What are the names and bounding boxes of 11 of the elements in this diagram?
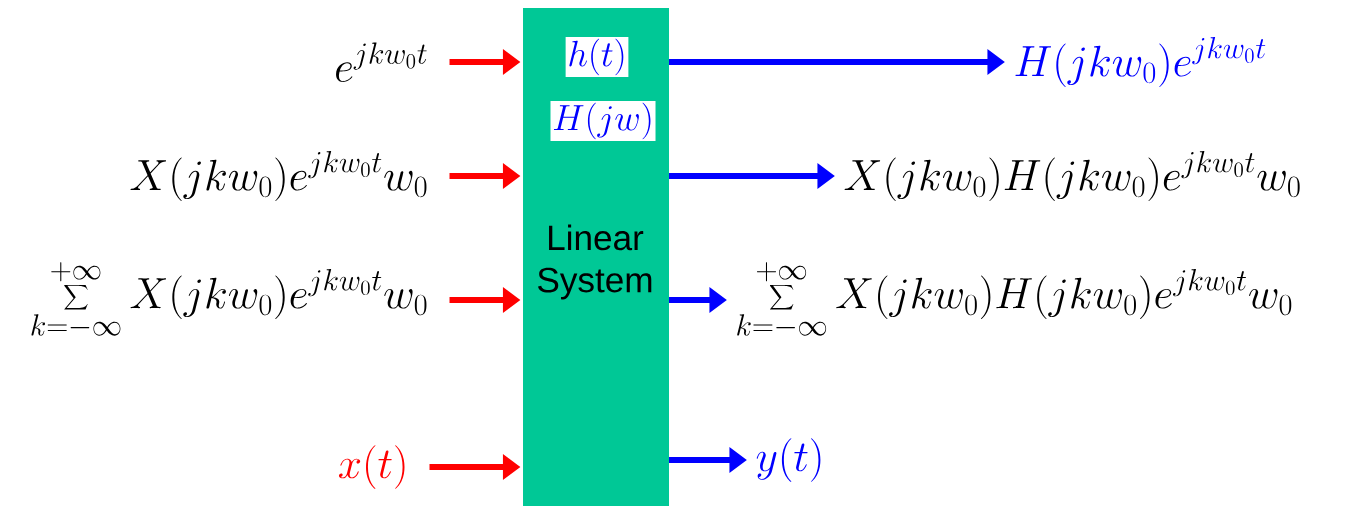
signal-formula: $X(jkw_0)e^{jkw_0t}w_0$ [130, 151, 427, 202]
block-label: Linear System [538, 224, 652, 300]
signal-formula: $x(t)$ [338, 445, 405, 489]
formula-label: $h(t)$ [565, 37, 629, 77]
signal-formula: $X(jkw_0)H(jkw_0)e^{jkw_0t}w_0$ [844, 151, 1300, 202]
formula-label: $H(jw)$ [550, 101, 656, 141]
signal-formula: $\sum_{k=-\infty}^{+\infty} X(jkw_0)H(jkw_0)e^{jkw_0t}w_0$ [737, 262, 1292, 336]
signal-formula: $e^{jkw_0t}$ [336, 42, 427, 82]
signal-formula: $H(jkw_0)e^{jkw_0t}$ [1015, 37, 1266, 88]
signal-formula: $\sum_{k=-\infty}^{+\infty} X(jkw_0)e^{jkw_0t}w_0$ [31, 262, 427, 336]
signal-formula: $y(t)$ [756, 438, 821, 482]
